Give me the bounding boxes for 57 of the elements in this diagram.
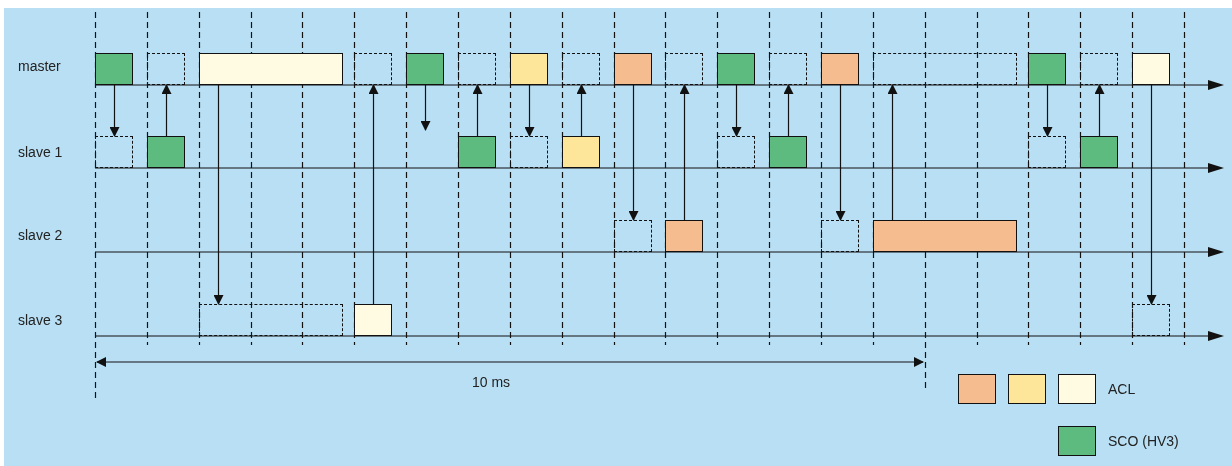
empty-slot-box	[458, 53, 496, 85]
arrow	[679, 84, 690, 221]
dimension-label: 10 ms	[472, 374, 511, 390]
empty-slot-box	[562, 53, 600, 85]
empty-slot-box	[821, 220, 859, 252]
empty-slot-box	[95, 136, 133, 168]
empty-slot-box	[614, 220, 652, 252]
arrow	[576, 84, 587, 137]
packet-box	[873, 220, 1017, 252]
arrow	[835, 84, 846, 221]
packet-box	[821, 53, 859, 85]
empty-slot-box	[873, 53, 1017, 85]
packet-box	[769, 136, 807, 168]
empty-slot-box	[510, 136, 548, 168]
empty-slot-box	[1132, 304, 1170, 336]
empty-slot-box	[1028, 136, 1066, 168]
row-label: slave 1	[18, 144, 63, 160]
row-label: master	[18, 58, 61, 74]
row-label: slave 3	[18, 312, 63, 328]
packet-box	[1132, 53, 1170, 85]
packet-box	[147, 136, 185, 168]
arrow	[1042, 84, 1053, 137]
arrow	[1094, 84, 1105, 137]
arrow	[109, 84, 120, 137]
arrow	[420, 84, 431, 131]
packet-box	[354, 304, 392, 336]
packet-box	[562, 136, 600, 168]
packet-box	[665, 220, 703, 252]
legend-label: ACL	[1108, 381, 1136, 397]
empty-slot-box	[354, 53, 392, 85]
packet-box	[717, 53, 755, 85]
arrow	[731, 84, 742, 137]
packet-box	[1028, 53, 1066, 85]
row-label: slave 2	[18, 227, 63, 243]
empty-slot-box	[1080, 53, 1118, 85]
empty-slot-box	[769, 53, 807, 85]
empty-slot-box	[147, 53, 185, 85]
packet-box	[199, 53, 343, 85]
packet-box	[458, 136, 496, 168]
arrow	[161, 84, 172, 137]
arrow	[1146, 84, 1157, 305]
empty-slot-box	[199, 304, 343, 336]
legend-label: SCO (HV3)	[1108, 433, 1179, 449]
empty-slot-box	[665, 53, 703, 85]
arrow	[783, 84, 794, 137]
packet-box	[95, 53, 133, 85]
packet-box	[1080, 136, 1118, 168]
arrow	[524, 84, 535, 137]
packet-box	[406, 53, 444, 85]
arrow	[368, 84, 379, 305]
arrow	[213, 84, 224, 305]
packet-box	[510, 53, 548, 85]
arrow	[628, 84, 639, 221]
arrow	[887, 84, 898, 221]
empty-slot-box	[717, 136, 755, 168]
packet-box	[614, 53, 652, 85]
arrow	[472, 84, 483, 137]
